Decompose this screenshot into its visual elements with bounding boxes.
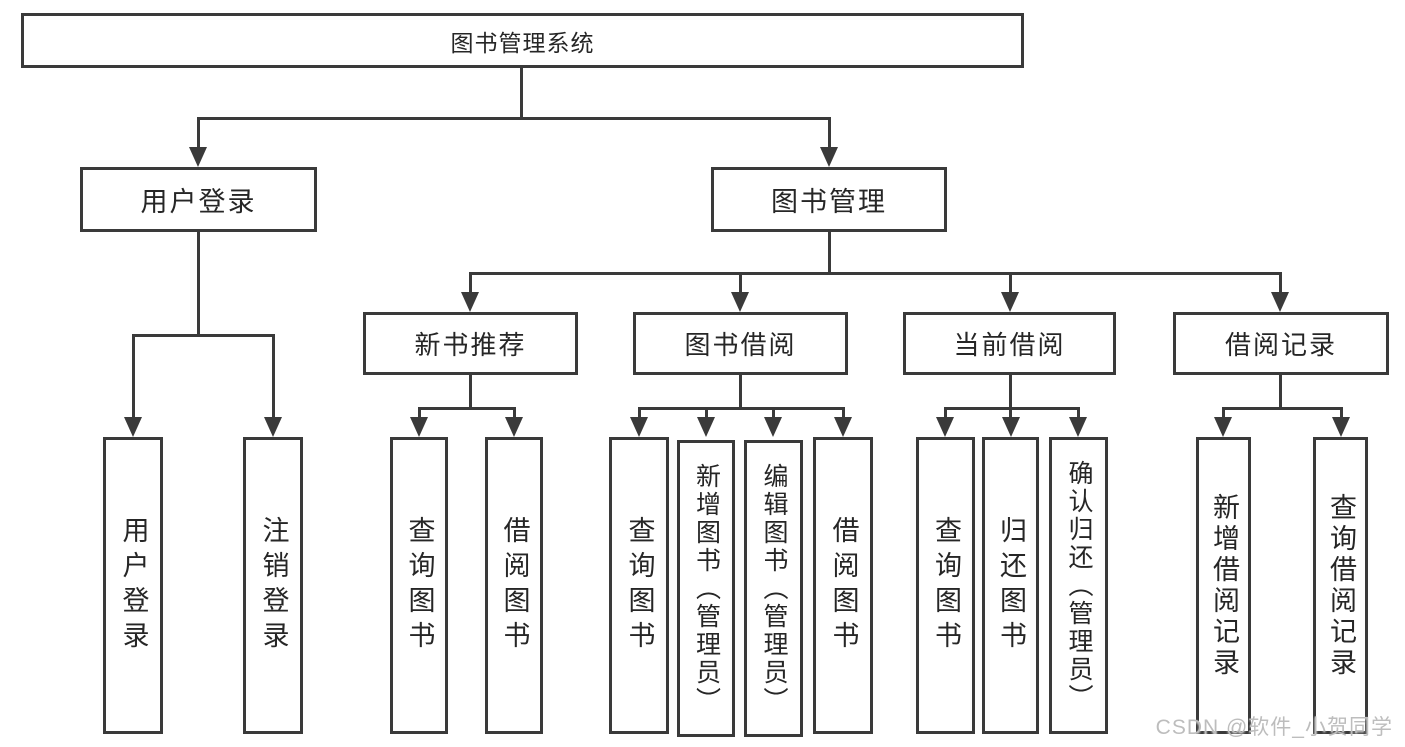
- node-current-borrowing: 当前借阅: [903, 312, 1116, 375]
- leaf-borrow-books-recommend: 借阅图书: [485, 437, 543, 734]
- leaf-query-borrow-record-label: 查询借阅记录: [1326, 492, 1356, 679]
- node-book-borrowing-label: 图书借阅: [684, 330, 797, 360]
- connector-bus-new-book: [418, 407, 516, 410]
- leaf-borrow-books-borrowing-label: 借阅图书: [828, 515, 859, 656]
- arrowhead-leaf-logout: [264, 417, 282, 437]
- arrowhead-new-book: [461, 292, 479, 312]
- leaf-query-books-current-label: 查询图书: [931, 515, 961, 656]
- connector-arrow-leaf-line: [638, 407, 641, 420]
- connector-bus-current-borrowing: [944, 407, 1080, 410]
- leaf-query-books-borrowing-label: 查询图书: [624, 515, 655, 656]
- leaf-confirm-return-admin: 确认归还（管理员）: [1049, 437, 1108, 734]
- node-new-book-recommend: 新书推荐: [363, 312, 578, 375]
- connector-bus-level3: [469, 272, 1282, 275]
- leaf-user-login: 用户登录: [103, 437, 163, 734]
- connector-arrow-leaf-line: [944, 407, 947, 420]
- connector-arrow-leaf-user-login-line: [132, 334, 135, 419]
- connector-arrow-new-book-line: [469, 272, 472, 294]
- node-book-management-label: 图书管理: [771, 187, 887, 217]
- arrowhead-leaf-query-books-borrowing: [630, 417, 648, 437]
- node-user-login: 用户登录: [80, 167, 317, 232]
- connector-arrow-leaf-line: [1340, 407, 1343, 420]
- arrowhead-user-login: [189, 147, 207, 167]
- leaf-logout-label: 注销登录: [258, 515, 289, 656]
- connector-bus-level2: [197, 117, 831, 120]
- connector-arrow-book-borrowing-line: [739, 272, 742, 294]
- connector-arrow-leaf-line: [705, 407, 708, 420]
- arrowhead-leaf-borrow-books-recommend: [505, 417, 523, 437]
- arrowhead-borrowing-records: [1271, 292, 1289, 312]
- connector-arrow-leaf-line: [1077, 407, 1080, 420]
- connector-bus-borrowing-records: [1222, 407, 1342, 410]
- arrowhead-book-borrowing: [731, 292, 749, 312]
- connector-book-borrowing-stem: [739, 375, 742, 409]
- node-book-borrowing: 图书借阅: [633, 312, 848, 375]
- arrowhead-leaf-return-books: [1002, 417, 1020, 437]
- leaf-query-books-recommend-label: 查询图书: [404, 515, 435, 656]
- connector-root-stem: [520, 68, 523, 120]
- arrowhead-leaf-add-books: [697, 417, 715, 437]
- connector-arrow-leaf-line: [513, 407, 516, 420]
- arrowhead-leaf-add-record: [1214, 417, 1232, 437]
- node-current-borrowing-label: 当前借阅: [953, 330, 1066, 360]
- leaf-query-books-current: 查询图书: [916, 437, 975, 734]
- connector-arrow-book-management-line: [828, 117, 831, 149]
- node-user-login-label: 用户登录: [140, 187, 257, 217]
- node-borrowing-records-label: 借阅记录: [1224, 330, 1337, 360]
- node-root-label: 图书管理系统: [450, 29, 595, 56]
- leaf-query-borrow-record: 查询借阅记录: [1313, 437, 1368, 734]
- connector-new-book-stem: [469, 375, 472, 409]
- leaf-add-borrow-record-label: 新增借阅记录: [1209, 492, 1239, 679]
- leaf-borrow-books-recommend-label: 借阅图书: [499, 515, 530, 656]
- connector-current-borrowing-stem: [1009, 375, 1012, 409]
- node-borrowing-records: 借阅记录: [1173, 312, 1389, 375]
- arrowhead-book-management: [820, 147, 838, 167]
- connector-bus-user-login: [132, 334, 275, 337]
- connector-arrow-borrowing-records-line: [1279, 272, 1282, 294]
- connector-arrow-user-login-line: [197, 117, 200, 149]
- leaf-add-books-admin-label: 新增图书（管理员）: [692, 462, 721, 715]
- leaf-logout: 注销登录: [243, 437, 303, 734]
- leaf-confirm-return-admin-label: 确认归还（管理员）: [1065, 459, 1093, 712]
- arrowhead-leaf-user-login: [124, 417, 142, 437]
- arrowhead-leaf-query-books-recommend: [410, 417, 428, 437]
- watermark: CSDN @软件_小贺同学: [1155, 716, 1393, 739]
- leaf-query-books-recommend: 查询图书: [390, 437, 448, 734]
- connector-arrow-leaf-line: [1222, 407, 1225, 420]
- arrowhead-current-borrowing: [1001, 292, 1019, 312]
- connector-arrow-leaf-logout-line: [272, 334, 275, 419]
- connector-arrow-leaf-line: [1009, 407, 1012, 420]
- leaf-edit-books-admin: 编辑图书（管理员）: [744, 440, 803, 737]
- connector-arrow-leaf-line: [418, 407, 421, 420]
- leaf-user-login-label: 用户登录: [118, 515, 149, 656]
- connector-book-management-stem: [828, 232, 831, 275]
- arrowhead-leaf-confirm-return: [1069, 417, 1087, 437]
- node-root: 图书管理系统: [21, 13, 1024, 68]
- leaf-add-books-admin: 新增图书（管理员）: [677, 440, 735, 737]
- arrowhead-leaf-borrow-books-borrowing: [834, 417, 852, 437]
- connector-arrow-leaf-line: [842, 407, 845, 420]
- arrowhead-leaf-query-record: [1332, 417, 1350, 437]
- leaf-query-books-borrowing: 查询图书: [609, 437, 669, 734]
- leaf-return-books: 归还图书: [982, 437, 1039, 734]
- leaf-add-borrow-record: 新增借阅记录: [1196, 437, 1251, 734]
- node-new-book-recommend-label: 新书推荐: [414, 330, 527, 360]
- connector-borrowing-records-stem: [1279, 375, 1282, 409]
- leaf-edit-books-admin-label: 编辑图书（管理员）: [760, 462, 788, 715]
- connector-arrow-leaf-line: [772, 407, 775, 420]
- arrowhead-leaf-edit-books: [764, 417, 782, 437]
- connector-user-login-stem: [197, 232, 200, 336]
- leaf-borrow-books-borrowing: 借阅图书: [813, 437, 873, 734]
- arrowhead-leaf-query-books-current: [936, 417, 954, 437]
- connector-arrow-current-borrowing-line: [1009, 272, 1012, 294]
- node-book-management: 图书管理: [711, 167, 947, 232]
- leaf-return-books-label: 归还图书: [996, 515, 1026, 656]
- connector-bus-book-borrowing: [638, 407, 844, 410]
